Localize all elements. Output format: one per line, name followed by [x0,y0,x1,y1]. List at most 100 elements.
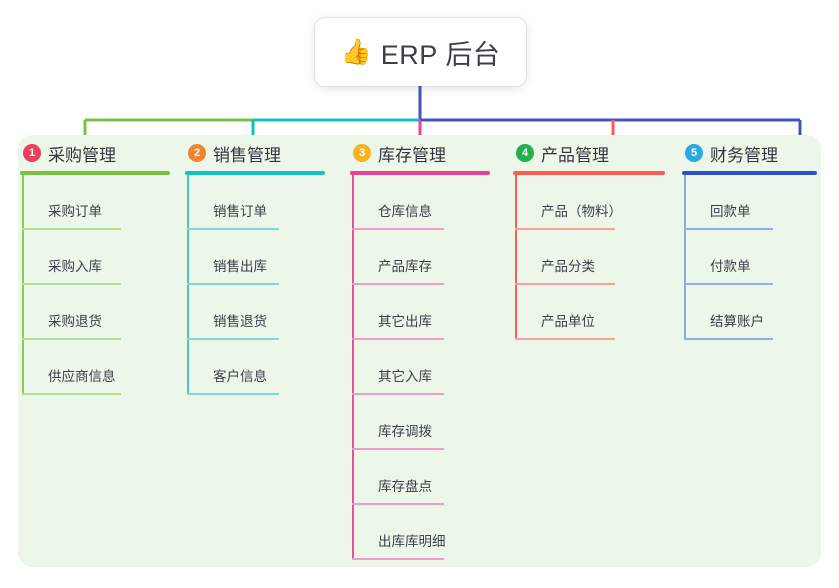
branch-item-label: 产品分类 [541,259,595,274]
branch-item-underline [22,338,121,340]
branch-item[interactable]: 结算账户 [682,285,817,340]
branch-item-underline [352,338,444,340]
branch-item[interactable]: 采购入库 [20,230,170,285]
branch-item-list: 仓库信息产品库存其它出库其它入库库存调拨库存盘点出库库明细 [350,175,490,560]
branch-item-underline [352,393,444,395]
branch-item[interactable]: 产品（物料） [513,175,665,230]
branch-item[interactable]: 回款单 [682,175,817,230]
branch-item-list: 回款单付款单结算账户 [682,175,817,340]
branch-item[interactable]: 产品分类 [513,230,665,285]
branch-item-underline [684,338,773,340]
branch-header-underline [185,171,325,175]
branch-spine [352,175,354,560]
branch-item[interactable]: 产品库存 [350,230,490,285]
branch-item-label: 回款单 [710,204,751,219]
branch-title: 库存管理 [378,145,446,165]
branch-item-underline [352,448,444,450]
branch-item[interactable]: 其它入库 [350,340,490,395]
branch-column-3[interactable]: 3 库存管理仓库信息产品库存其它出库其它入库库存调拨库存盘点出库库明细 [350,135,490,560]
branch-item-label: 采购入库 [48,259,102,274]
branch-number-badge: 1 [23,144,41,162]
branch-column-5[interactable]: 5 财务管理回款单付款单结算账户 [682,135,817,340]
branch-item-label: 销售订单 [213,204,267,219]
branch-header-underline [350,171,490,175]
branch-item-underline [22,228,121,230]
thumbs-up-icon: 👍 [340,37,372,66]
branch-item-underline [187,228,279,230]
branch-spine [22,175,24,395]
branch-column-4[interactable]: 4 产品管理产品（物料） 产品分类产品单位 [513,135,665,340]
branch-column-1[interactable]: 1 采购管理采购订单采购入库采购退货供应商信息 [20,135,170,395]
branch-item[interactable]: 供应商信息 [20,340,170,395]
branch-item[interactable]: 付款单 [682,230,817,285]
branch-item-label: 库存调拨 [378,424,432,439]
branch-item-underline [515,338,615,340]
branch-header-1[interactable]: 1 采购管理 [20,135,170,171]
branch-item-label: 客户信息 [213,369,267,384]
branch-item[interactable]: 销售订单 [185,175,325,230]
branch-spine [515,175,517,340]
branch-item[interactable]: 采购退货 [20,285,170,340]
branch-item-label: 产品（物料） [541,204,622,219]
branch-number-badge: 4 [516,144,534,162]
branch-item-label: 其它出库 [378,314,432,329]
branch-title: 采购管理 [48,145,116,165]
root-node-card[interactable]: 👍 ERP 后台 [315,18,526,86]
branch-item-underline [352,283,444,285]
branch-item[interactable]: 采购订单 [20,175,170,230]
branch-item-label: 付款单 [710,259,751,274]
branch-item-label: 销售退货 [213,314,267,329]
branch-item[interactable]: 库存盘点 [350,450,490,505]
branch-header-3[interactable]: 3 库存管理 [350,135,490,171]
branch-title: 销售管理 [213,145,281,165]
branch-header-5[interactable]: 5 财务管理 [682,135,817,171]
branch-header-underline [513,171,665,175]
branch-spine [187,175,189,395]
branch-item-label: 采购订单 [48,204,102,219]
branch-item-label: 产品库存 [378,259,432,274]
branch-item-underline [515,228,615,230]
branch-item-underline [22,393,121,395]
branch-title: 财务管理 [710,145,778,165]
branch-item[interactable]: 销售出库 [185,230,325,285]
branch-item-label: 仓库信息 [378,204,432,219]
branch-item-label: 库存盘点 [378,479,432,494]
branch-item-underline [515,283,615,285]
branch-item-label: 供应商信息 [48,369,116,384]
branch-number-badge: 3 [353,144,371,162]
branch-header-underline [682,171,817,175]
branch-item-label: 其它入库 [378,369,432,384]
branch-header-4[interactable]: 4 产品管理 [513,135,665,171]
branch-item-label: 产品单位 [541,314,595,329]
root-node-title: ERP 后台 [380,39,501,70]
branch-item-list: 采购订单采购入库采购退货供应商信息 [20,175,170,395]
branch-item[interactable]: 客户信息 [185,340,325,395]
branch-item-underline [352,558,444,560]
branch-item[interactable]: 其它出库 [350,285,490,340]
branch-item[interactable]: 仓库信息 [350,175,490,230]
branch-item-underline [352,228,444,230]
branch-item-label: 采购退货 [48,314,102,329]
branch-item-underline [352,503,444,505]
branch-item-underline [187,283,279,285]
branch-item-label: 出库库明细 [378,534,446,549]
branch-item-underline [187,393,279,395]
branch-item-label: 销售出库 [213,259,267,274]
branch-item[interactable]: 产品单位 [513,285,665,340]
branch-item-list: 产品（物料） 产品分类产品单位 [513,175,665,340]
branch-number-badge: 5 [685,144,703,162]
branch-header-2[interactable]: 2 销售管理 [185,135,325,171]
branches-panel: 1 采购管理采购订单采购入库采购退货供应商信息 2 销售管理销售订单销售出库销售退货客… [18,135,821,567]
branch-item[interactable]: 销售退货 [185,285,325,340]
branch-item-underline [22,283,121,285]
branch-item-underline [684,228,773,230]
branch-item-list: 销售订单销售出库销售退货客户信息 [185,175,325,395]
branch-header-underline [20,171,170,175]
branch-title: 产品管理 [541,145,609,165]
branch-item[interactable]: 出库库明细 [350,505,490,560]
branch-item[interactable]: 库存调拨 [350,395,490,450]
branch-spine [684,175,686,340]
branch-column-2[interactable]: 2 销售管理销售订单销售出库销售退货客户信息 [185,135,325,395]
branch-number-badge: 2 [188,144,206,162]
